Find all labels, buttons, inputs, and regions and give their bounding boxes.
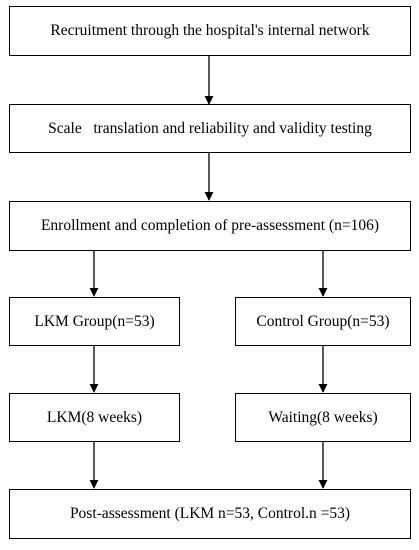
- lkm-group-box: LKM Group(n=53): [9, 297, 180, 346]
- enrollment-label: Enrollment and completion of pre-assessm…: [40, 217, 380, 235]
- control-group-label: Control Group(n=53): [256, 312, 390, 330]
- lkm-intervention-label: LKM(8 weeks): [46, 408, 143, 426]
- recruitment-box: Recruitment through the hospital's inter…: [9, 6, 411, 56]
- lkm-intervention-box: LKM(8 weeks): [9, 393, 180, 442]
- scale-testing-label: Scale translation and reliability and va…: [48, 119, 372, 137]
- scale-testing-box: Scale translation and reliability and va…: [9, 104, 411, 153]
- lkm-group-label: LKM Group(n=53): [34, 312, 155, 330]
- control-waiting-label: Waiting(8 weeks): [268, 408, 378, 426]
- control-group-box: Control Group(n=53): [235, 297, 411, 346]
- recruitment-label: Recruitment through the hospital's inter…: [50, 22, 370, 40]
- control-waiting-box: Waiting(8 weeks): [235, 393, 411, 442]
- post-assessment-box: Post-assessment (LKM n=53, Control.n =53…: [9, 489, 411, 539]
- post-assessment-label: Post-assessment (LKM n=53, Control.n =53…: [69, 505, 351, 523]
- enrollment-box: Enrollment and completion of pre-assessm…: [9, 201, 411, 251]
